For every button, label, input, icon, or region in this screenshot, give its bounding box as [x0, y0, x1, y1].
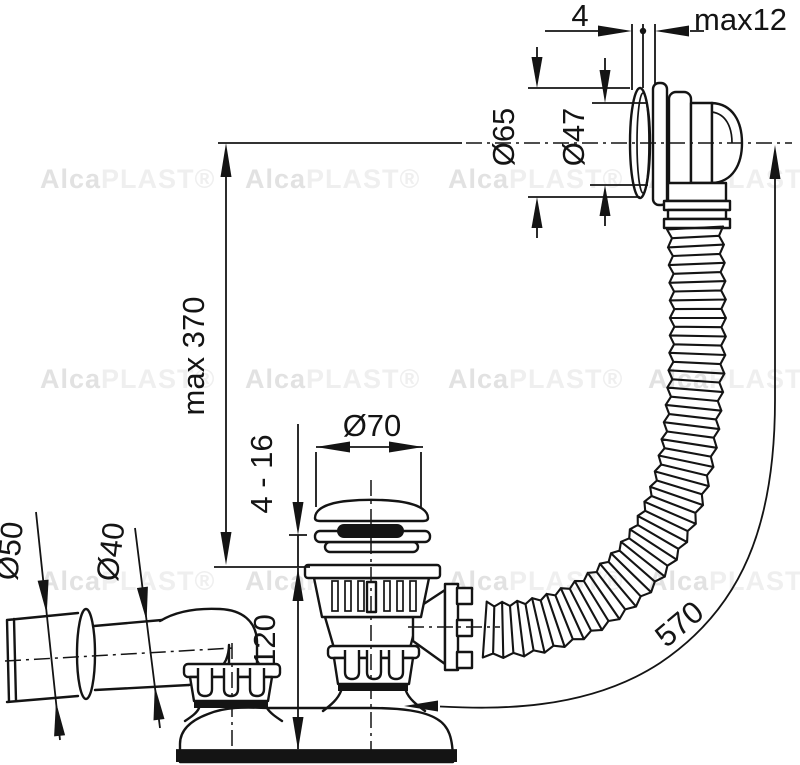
outlet-elbow — [158, 607, 259, 668]
watermark: AlcaPLAST® — [40, 364, 215, 394]
dimension-plug: Ø70 — [315, 408, 423, 507]
dimension-adjustment: 4 - 16 — [244, 424, 307, 567]
corrugated-hose — [481, 225, 727, 659]
strainer-basket — [303, 563, 442, 619]
dimension-overflow-height: max 370 — [176, 142, 462, 568]
dimension-outlet-large: Ø50 — [0, 511, 66, 741]
watermark: AlcaPLAST® — [648, 364, 800, 394]
left-nut — [182, 662, 282, 708]
watermark: AlcaPLAST® — [448, 164, 623, 194]
dim-label-adjustment: 4 - 16 — [244, 434, 279, 513]
dimension-flange-gap: 4 max12 — [545, 0, 787, 90]
base-flange — [178, 706, 455, 764]
dimension-overflow-outer: Ø65 — [486, 47, 640, 238]
watermark: AlcaPLAST® — [648, 566, 800, 596]
strainer-flange — [303, 563, 442, 580]
dim-label-panel-max: max12 — [694, 2, 787, 37]
drain-body — [5, 498, 474, 764]
dim-label-overflow-outer: Ø65 — [486, 108, 521, 167]
pop-up-plug — [313, 498, 432, 554]
centerlines — [4, 142, 792, 758]
dim-label-outlet-small: Ø40 — [90, 521, 132, 583]
dim-label-hose-length: 570 — [648, 594, 710, 654]
overflow-head — [628, 81, 744, 230]
watermark-layer: AlcaPLAST® AlcaPLAST® AlcaPLAST® AlcaPLA… — [40, 164, 800, 596]
left-flare — [183, 706, 284, 723]
watermark: AlcaPLAST® — [40, 164, 215, 194]
dim-label-overflow-height: max 370 — [176, 297, 211, 416]
socket-bead — [75, 607, 97, 701]
base-gasket — [176, 750, 457, 762]
dim-label-flange-gap: 4 — [571, 0, 588, 33]
center-flare — [321, 689, 427, 713]
watermark: AlcaPLAST® — [40, 566, 215, 596]
watermark: AlcaPLAST® — [245, 164, 420, 194]
dim-label-body-height: 120 — [247, 614, 282, 666]
dim-label-plug: Ø70 — [343, 408, 402, 443]
dim-label-outlet-large: Ø50 — [0, 520, 30, 582]
watermark: AlcaPLAST® — [245, 364, 420, 394]
dimension-overflow-inner: Ø47 — [556, 58, 648, 226]
dimension-body-height: 120 — [247, 568, 304, 750]
outlet-pipe — [5, 607, 259, 704]
watermark: AlcaPLAST® — [448, 364, 623, 394]
dimension-outlet-small: Ø40 — [90, 521, 165, 729]
dim-label-overflow-inner: Ø47 — [556, 108, 591, 167]
